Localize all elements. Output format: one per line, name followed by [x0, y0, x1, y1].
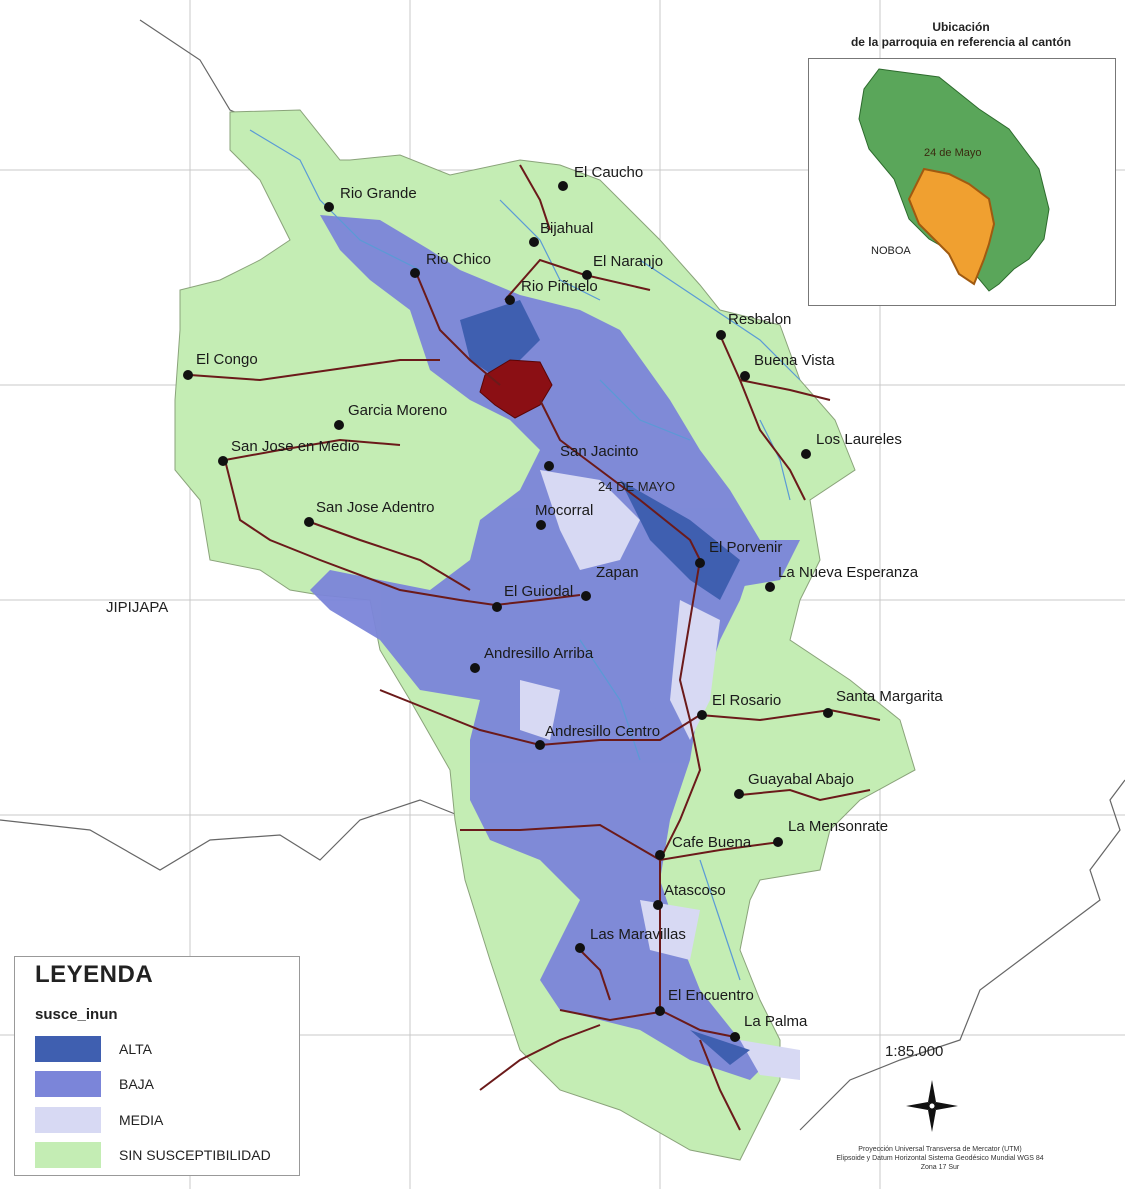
rivers [249, 129, 801, 981]
place-label: Garcia Moreno [348, 402, 448, 419]
inset-title-line1: Ubicación [932, 20, 990, 34]
place-label: La Mensonrate [788, 818, 889, 835]
map-credits: Proyección Universal Transversa de Merca… [770, 1145, 1110, 1172]
place-label: Rio Piñuelo [521, 278, 598, 295]
place-marker-dot [575, 943, 585, 953]
place-marker-dot [535, 740, 545, 750]
place-marker-dot [773, 837, 783, 847]
inset-map: 24 de Mayo NOBOA [808, 58, 1116, 306]
inset-label-main: 24 de Mayo [924, 147, 982, 159]
place-label: Buena Vista [754, 352, 835, 369]
place-marker-dot [697, 710, 707, 720]
legend-label-baja: BAJA [119, 1076, 155, 1092]
place-label: El Encuentro [668, 987, 754, 1004]
place-marker-dot [581, 591, 591, 601]
place-marker-dot [716, 330, 726, 340]
legend: LEYENDA susce_inun ALTA BAJA MEDIA SIN S… [14, 956, 300, 1176]
place-label: Andresillo Arriba [484, 645, 594, 662]
place-label: San Jacinto [560, 443, 639, 460]
place-label: Atascoso [664, 882, 726, 899]
place-label: El Caucho [574, 164, 644, 181]
place-marker-dot [695, 558, 705, 568]
legend-label-alta: ALTA [119, 1041, 152, 1057]
legend-label-media: MEDIA [119, 1112, 164, 1128]
place-marker-dot [505, 295, 515, 305]
credits-line1: Proyección Universal Transversa de Merca… [858, 1146, 1022, 1153]
legend-swatch-media [35, 1107, 101, 1133]
legend-field-name: susce_inun [35, 1006, 118, 1023]
region-label-west: JIPIJAPA [106, 599, 169, 616]
place-label: Rio Chico [426, 251, 492, 268]
place-label: Bijahual [540, 220, 594, 237]
place-marker-dot [655, 850, 665, 860]
north-arrow-icon [906, 1080, 958, 1132]
place-marker-dot [801, 449, 811, 459]
inset-title: Ubicación de la parroquia en referencia … [805, 20, 1117, 50]
roads [189, 164, 881, 1131]
place-marker-dot [653, 900, 663, 910]
place-marker-dot [492, 602, 502, 612]
region-label-parish: 24 DE MAYO [598, 479, 676, 494]
place-marker-dot [544, 461, 554, 471]
legend-label-sin: SIN SUSCEPTIBILIDAD [119, 1147, 271, 1163]
place-marker-dot [655, 1006, 665, 1016]
place-label: San Jose en Medio [231, 438, 360, 455]
place-label: La Palma [744, 1013, 808, 1030]
place-label: Los Laureles [816, 431, 902, 448]
place-label: Zapan [596, 564, 639, 581]
place-marker-dot [324, 202, 334, 212]
place-label: El Congo [196, 351, 258, 368]
place-marker-dot [558, 181, 568, 191]
alta-zones [460, 300, 750, 1065]
place-label: Cafe Buena [672, 834, 752, 851]
place-marker-dot [470, 663, 480, 673]
place-marker-dot [529, 237, 539, 247]
place-label: La Nueva Esperanza [778, 564, 919, 581]
legend-title: LEYENDA [35, 961, 154, 988]
place-marker-dot [730, 1032, 740, 1042]
place-label: El Rosario [712, 692, 782, 709]
inset-title-line2: de la parroquia en referencia al cantón [850, 35, 1072, 49]
place-label: Guayabal Abajo [748, 771, 854, 788]
legend-swatch-baja [35, 1071, 101, 1097]
place-marker-dot [765, 582, 775, 592]
place-marker-dot [536, 520, 546, 530]
media-zones [520, 470, 800, 1080]
place-marker-dot [740, 371, 750, 381]
place-label: El Porvenir [709, 539, 783, 556]
place-label: Andresillo Centro [545, 723, 661, 740]
place-marker-dot [734, 789, 744, 799]
place-label: San Jose Adentro [316, 499, 435, 516]
inset-label-other: NOBOA [871, 245, 911, 257]
place-marker-dot [304, 517, 314, 527]
inset-map-shapes [858, 68, 1050, 292]
place-label: Rio Grande [340, 185, 417, 202]
place-marker-dot [410, 268, 420, 278]
place-marker-dot [334, 420, 344, 430]
credits-line3: Zona 17 Sur [920, 1164, 960, 1171]
place-marker-dot [823, 708, 833, 718]
legend-swatch-sin [35, 1142, 101, 1168]
legend-swatch-alta [35, 1036, 101, 1062]
place-marker-dot [582, 270, 592, 280]
place-label: El Naranjo [593, 253, 664, 270]
place-label: Resbalon [728, 311, 792, 328]
scale-text: 1:85.000 [885, 1043, 944, 1060]
inset-parish-area [907, 167, 996, 286]
place-label: Las Maravillas [590, 926, 686, 943]
place-marker-dot [218, 456, 228, 466]
place-label: Mocorral [535, 502, 594, 519]
credits-line2: Elipsoide y Datum Horizontal Sistema Geo… [836, 1155, 1044, 1162]
parish-seat-town [479, 359, 553, 419]
place-marker-dot [183, 370, 193, 380]
place-label: El Guiodal [504, 583, 574, 600]
place-label: Santa Margarita [836, 688, 943, 705]
